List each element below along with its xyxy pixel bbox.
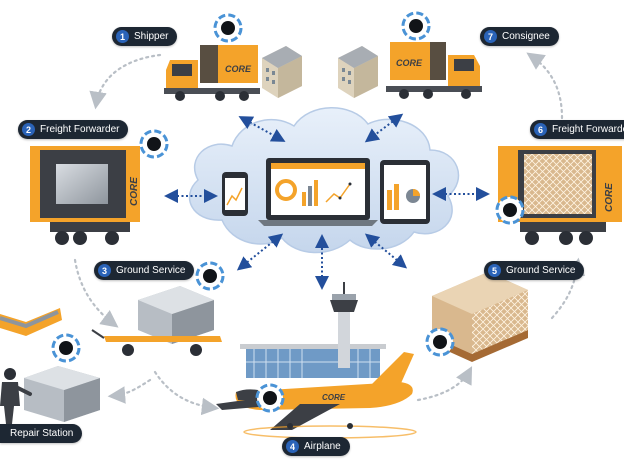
flow-path-1-2 <box>89 53 162 110</box>
stage-number: 3 <box>98 264 111 277</box>
tracking-sensor-icon <box>195 261 225 291</box>
stage-title: Ground Service <box>506 265 576 276</box>
flow-paths <box>73 52 586 416</box>
stage-label-freight-forwarder-left: 2 Freight Forwarder <box>18 120 129 139</box>
truck-brand-shipper: CORE <box>225 64 252 74</box>
container-brand-left: CORE <box>129 177 140 206</box>
stage-label-consignee: 7 Consignee <box>480 27 559 46</box>
stage-label-airplane: 4 Airplane <box>282 437 350 456</box>
connector-ground-right <box>364 233 408 269</box>
stage-title: Freight Forwarder <box>40 124 120 135</box>
container-brand-right: CORE <box>604 183 615 212</box>
truck-icon-consignee: CORE <box>386 42 482 99</box>
cloud-connectors <box>164 113 490 290</box>
stage-title: Airplane <box>304 441 341 452</box>
flow-path-5-6 <box>550 257 586 320</box>
stage-label-freight-forwarder-right: 6 Freight Forwarder <box>530 120 624 139</box>
tracking-sensor-icon <box>139 129 169 159</box>
stage-title: Freight Forwarder <box>552 124 624 135</box>
truck-brand-consignee: CORE <box>396 58 423 68</box>
stage-number: 6 <box>534 123 547 136</box>
flow-path-3-4 <box>153 370 220 416</box>
stage-number: 1 <box>116 30 129 43</box>
tracking-sensors <box>51 11 525 413</box>
smartphone-icon <box>222 172 248 216</box>
cargo-container-icon-right: CORE <box>498 146 622 245</box>
stage-title: Consignee <box>502 31 550 42</box>
terminal-building-icon <box>240 344 386 378</box>
warehouse-icon-consignee <box>338 46 378 98</box>
flow-path-4-repair <box>107 378 152 404</box>
worker-icon <box>0 368 32 424</box>
cargo-container-icon-left: CORE <box>30 146 140 245</box>
airplane-brand: CORE <box>322 393 346 402</box>
stage-label-ground-service-left: 3 Ground Service <box>94 261 195 280</box>
tracking-sensor-icon <box>425 327 455 357</box>
stage-label-repair-station: Repair Station <box>0 424 83 443</box>
ground-dolly-icon <box>91 286 222 356</box>
stage-number: 2 <box>22 123 35 136</box>
repair-station-icon <box>0 308 100 422</box>
laptop-icon <box>258 158 378 226</box>
connector-consignee <box>364 113 404 143</box>
stage-title: Shipper <box>134 31 169 42</box>
tracking-sensor-icon <box>213 13 243 43</box>
warehouse-icon-shipper <box>262 46 302 98</box>
tablet-icon <box>380 160 430 224</box>
stage-label-shipper: 1 Shipper <box>112 27 178 46</box>
stage-label-ground-service-right: 5 Ground Service <box>484 261 585 280</box>
stage-number: 7 <box>484 30 497 43</box>
tracking-sensor-icon <box>255 383 285 413</box>
pallet-icon <box>432 272 528 362</box>
flow-path-2-3 <box>73 258 119 328</box>
stage-number: 4 <box>286 440 299 453</box>
control-tower-icon <box>330 282 358 368</box>
tracking-sensor-icon <box>495 195 525 225</box>
tracking-sensor-icon <box>51 333 81 363</box>
truck-icon-shipper: CORE <box>164 45 260 101</box>
stage-title: Ground Service <box>116 265 186 276</box>
stage-title: Repair Station <box>10 428 74 439</box>
connector-shipper <box>238 116 286 142</box>
tracking-sensor-icon <box>401 11 431 41</box>
stage-number: 5 <box>488 264 501 277</box>
flow-path-6-7 <box>526 52 564 120</box>
flow-path-4-5 <box>416 366 473 402</box>
